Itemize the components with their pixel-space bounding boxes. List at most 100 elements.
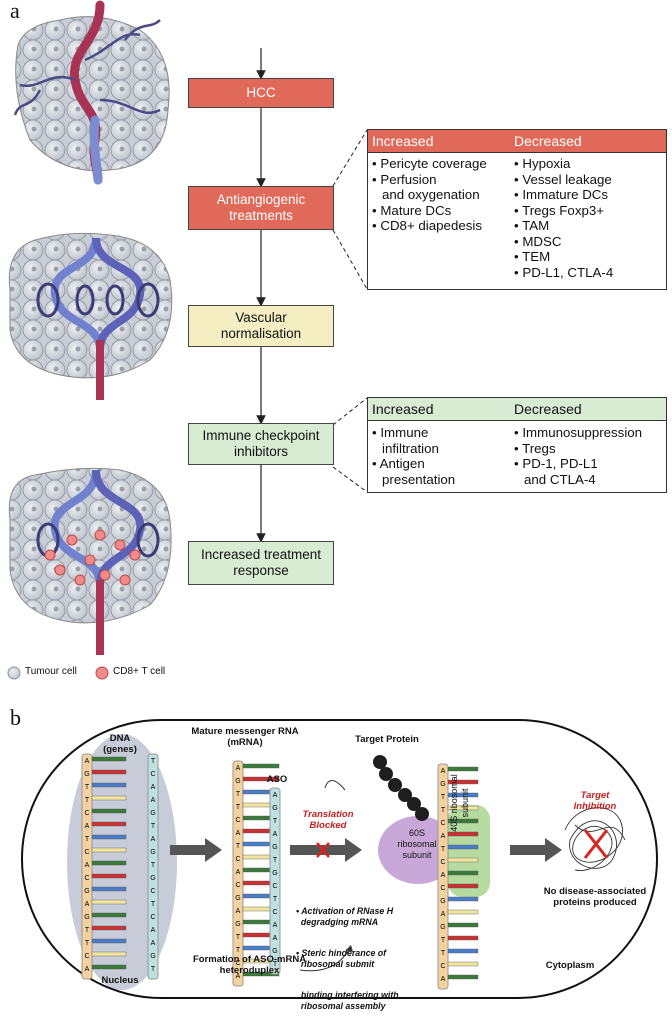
- base-pair: [91, 769, 127, 775]
- nucleotide: T: [85, 927, 90, 934]
- nucleotide: T: [441, 950, 446, 957]
- nucleotide: G: [272, 870, 277, 877]
- flow-arrows: [256, 48, 368, 543]
- tangled-protein-icon: [564, 807, 626, 871]
- nucleotide: C: [150, 888, 155, 895]
- base-pair: [447, 818, 479, 824]
- nucleotide: T: [441, 937, 446, 944]
- nucleotide: A: [273, 922, 278, 929]
- nucleotide: T: [151, 901, 156, 908]
- base-pair: [91, 964, 127, 970]
- tumour-illustration-3: [8, 467, 172, 655]
- nucleotide: T: [236, 843, 241, 850]
- table2-decreased-list: • Immunosuppression • Tregs • PD-1, PD-L…: [514, 425, 643, 487]
- arrow-1: [170, 838, 222, 862]
- table2-increased-list: • Immune infiltration • Antigen presenta…: [372, 425, 456, 487]
- table1-increased-list: • Pericyte coverage • Perfusion and oxyg…: [372, 156, 487, 233]
- nucleus-label: Nucleus: [101, 975, 139, 986]
- nucleotide: G: [150, 849, 155, 856]
- nucleotide: A: [85, 758, 90, 765]
- table1-decreased-header: Decreased: [514, 133, 582, 149]
- base-pair: [242, 763, 280, 769]
- base-pair: [91, 756, 127, 762]
- nucleotide: C: [272, 883, 277, 890]
- nucleotide: G: [84, 888, 89, 895]
- nucleotide: C: [440, 885, 445, 892]
- arrow-3: [510, 838, 562, 862]
- nucleotide: A: [236, 830, 241, 837]
- mechanism-arrow: [324, 780, 346, 791]
- target-protein-chain: [373, 755, 429, 821]
- table1-header: Increased Decreased: [368, 130, 666, 153]
- panel-b-letter: b: [10, 705, 21, 730]
- table1-increased-header: Increased: [372, 133, 434, 149]
- nucleotide: A: [441, 872, 446, 879]
- base-pair: [91, 860, 127, 866]
- nucleotide: T: [85, 784, 90, 791]
- base-pair: [447, 779, 479, 785]
- base-pair: [447, 870, 479, 876]
- nucleotide: A: [151, 927, 156, 934]
- dna-left-strand: [81, 753, 93, 980]
- base-pair: [447, 792, 479, 798]
- mechanism-list: • Activation of RNase H degradging mRNA …: [296, 906, 399, 1011]
- nucleotide: T: [273, 961, 278, 968]
- base-pair: [447, 831, 479, 837]
- nucleotide: T: [85, 940, 90, 947]
- nucleotide: A: [236, 908, 241, 915]
- nucleotide: A: [273, 792, 278, 799]
- ribosome-mrna-strand: [437, 763, 449, 990]
- nucleotide: C: [440, 820, 445, 827]
- nucleotide: T: [151, 758, 156, 765]
- base-pair: [447, 766, 479, 772]
- base-pair: [447, 961, 479, 967]
- antiangiogenic-box: Antiangiogenic treatments: [188, 186, 334, 230]
- tumour-illustrations: [7, 0, 173, 680]
- checkpoint-inhibitors-box: Immune checkpoint inhibitors: [188, 423, 334, 465]
- target-inhibition-x-icon: [583, 829, 609, 859]
- nucleotide: G: [272, 948, 277, 955]
- base-pair: [91, 925, 127, 931]
- nucleotide: C: [84, 875, 89, 882]
- nucleotide: G: [235, 921, 240, 928]
- nucleotide: A: [85, 823, 90, 830]
- base-pair: [447, 896, 479, 902]
- hcc-box: HCC: [188, 78, 334, 108]
- base-pair: [447, 948, 479, 954]
- base-pair: [91, 795, 127, 801]
- panel-a-letter: a: [10, 0, 20, 23]
- cd8-t-cell-icon: [95, 666, 109, 680]
- legend-cd8: CD8+ T cell: [113, 666, 166, 677]
- nucleotide: C: [235, 960, 240, 967]
- aso-strand: [269, 787, 281, 975]
- nucleotide: T: [151, 862, 156, 869]
- nucleotide: G: [150, 953, 155, 960]
- base-pair: [447, 805, 479, 811]
- nucleotide: A: [85, 966, 90, 973]
- base-pair: [91, 808, 127, 814]
- nucleotide: G: [150, 810, 155, 817]
- nucleotide: T: [441, 807, 446, 814]
- nucleotide: C: [84, 849, 89, 856]
- base-pair: [447, 883, 479, 889]
- base-pair: [447, 974, 479, 980]
- nucleotide: G: [84, 771, 89, 778]
- nucleotide: T: [85, 836, 90, 843]
- nucleotide: T: [151, 823, 156, 830]
- base-pair: [91, 886, 127, 892]
- nucleotide: T: [236, 804, 241, 811]
- nucleotide: T: [236, 934, 241, 941]
- nucleotide: A: [85, 901, 90, 908]
- nucleotide: C: [440, 859, 445, 866]
- tumour-cell-icon: [7, 666, 21, 680]
- nucleotide: A: [151, 797, 156, 804]
- tumour-illustration-2: [8, 232, 173, 400]
- nucleotide: A: [151, 940, 156, 947]
- mrna-label: Mature messenger RNA(mRNA): [191, 726, 299, 748]
- nucleotide: T: [441, 846, 446, 853]
- formation-arrow: [299, 947, 351, 972]
- blocked-x-icon: [316, 842, 330, 858]
